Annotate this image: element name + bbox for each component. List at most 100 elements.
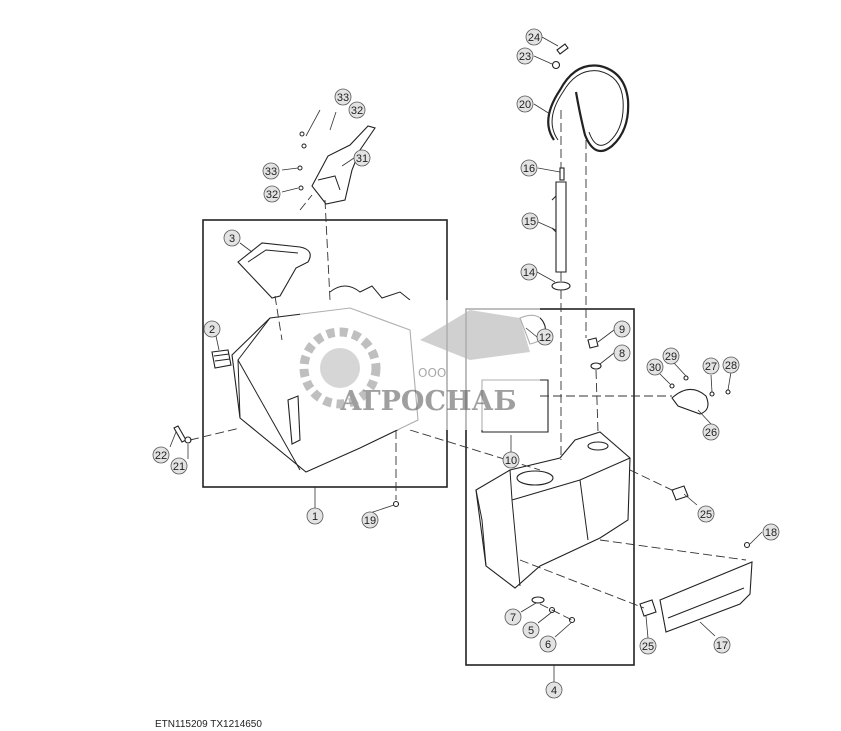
agrosnab-watermark: ООО АГРОСНАБ [299, 300, 540, 430]
assembly-line [599, 539, 747, 561]
part-7-drain-plug [531, 596, 545, 604]
svg-text:21: 21 [173, 461, 185, 473]
callout-leaders [169, 36, 763, 682]
callout-26: 26 [702, 423, 720, 441]
part-20-vent-hose-inner [551, 70, 624, 146]
part-9-elbow [587, 337, 599, 349]
assembly-line [629, 469, 677, 493]
callout-32: 32 [263, 185, 281, 203]
part-1-cover-fold [237, 359, 301, 471]
svg-text:6: 6 [545, 639, 551, 651]
svg-text:20: 20 [519, 99, 531, 111]
svg-text:7: 7 [510, 612, 516, 624]
svg-text:10: 10 [505, 455, 517, 467]
svg-text:4: 4 [551, 685, 557, 697]
callout-7: 7 [504, 608, 522, 626]
part-28-screw [725, 389, 731, 395]
svg-text:26: 26 [705, 427, 717, 439]
harvester-icon [420, 310, 530, 360]
part-16-screw [559, 167, 565, 181]
part-20-vent-hose [547, 64, 630, 153]
callout-25: 25 [639, 637, 657, 655]
svg-text:19: 19 [364, 515, 376, 527]
part-1-hinge-bracket [287, 395, 301, 445]
svg-text:18: 18 [765, 527, 777, 539]
part-25-pad-lower [639, 599, 657, 617]
part-15-filler-tube-strap [551, 195, 557, 233]
callout-14: 14 [520, 263, 538, 281]
svg-text:1: 1 [312, 511, 318, 523]
part-4-vent-port [587, 441, 609, 451]
svg-text:14: 14 [523, 267, 535, 279]
part-32-washer-upper [301, 143, 307, 149]
assembly-line [274, 295, 283, 341]
callout-bubbles: 1 2 3 4 5 6 7 8 9 10 12 14 15 16 17 18 1… [152, 28, 780, 699]
part-1-top-clip [329, 285, 411, 301]
svg-text:32: 32 [266, 189, 278, 201]
svg-text:25: 25 [700, 509, 712, 521]
svg-text:22: 22 [155, 450, 167, 462]
callout-9: 9 [613, 320, 631, 338]
callout-5: 5 [522, 621, 540, 639]
callout-30: 30 [646, 358, 664, 376]
assembly-line [299, 194, 313, 211]
part-6-bolt [568, 616, 576, 624]
watermark-prefix: ООО [418, 366, 446, 380]
part-15-filler-tube [555, 181, 567, 273]
part-4-fuel-tank [475, 431, 631, 589]
part-14-grommet [551, 281, 571, 291]
part-22-bolt [173, 425, 187, 443]
svg-text:31: 31 [356, 153, 368, 165]
callout-12: 12 [536, 328, 554, 346]
callout-21: 21 [170, 457, 188, 475]
svg-text:8: 8 [619, 348, 625, 360]
svg-text:15: 15 [524, 216, 536, 228]
part-17-strap [659, 561, 753, 633]
part-3-pad-edge [247, 249, 299, 263]
callout-25: 25 [697, 505, 715, 523]
callout-32: 32 [348, 101, 366, 119]
svg-text:23: 23 [519, 51, 531, 63]
callout-2: 2 [203, 320, 221, 338]
callout-27: 27 [702, 357, 720, 375]
part-8-seal [590, 362, 602, 370]
assembly-line [409, 429, 541, 471]
part-18-bolt [743, 541, 751, 549]
callout-20: 20 [516, 95, 534, 113]
part-19-bolt [392, 500, 400, 508]
callout-24: 24 [525, 28, 543, 46]
gear-hub-icon [320, 348, 360, 388]
gear-icon [299, 327, 381, 409]
part-23-clamp [551, 60, 561, 70]
part-4-fill-opening [516, 470, 554, 486]
callout-28: 28 [722, 356, 740, 374]
svg-text:33: 33 [337, 92, 349, 104]
callout-33: 33 [262, 162, 280, 180]
callout-17: 17 [713, 636, 731, 654]
part-27-bolt [709, 391, 715, 397]
callout-29: 29 [662, 347, 680, 365]
callout-3: 3 [223, 229, 241, 247]
callout-8: 8 [613, 344, 631, 362]
part-29-washer [683, 375, 689, 381]
svg-text:17: 17 [716, 640, 728, 652]
assembly-line [189, 427, 241, 441]
svg-text:9: 9 [619, 324, 625, 336]
callout-10: 10 [502, 451, 520, 469]
part-33-bolt-upper [299, 131, 305, 137]
watermark-name: АГРОСНАБ [340, 386, 517, 417]
svg-text:2: 2 [209, 324, 215, 336]
callout-6: 6 [539, 635, 557, 653]
part-25-pad-upper [671, 485, 689, 501]
part-24-fitting [556, 43, 569, 55]
svg-text:3: 3 [229, 233, 235, 245]
part-17-strap-edge [667, 587, 745, 619]
callout-31: 31 [353, 149, 371, 167]
callout-15: 15 [521, 212, 539, 230]
svg-text:28: 28 [725, 360, 737, 372]
callout-19: 19 [361, 511, 379, 529]
svg-text:5: 5 [528, 625, 534, 637]
callout-23: 23 [516, 47, 534, 65]
part-30-nut [669, 383, 675, 389]
